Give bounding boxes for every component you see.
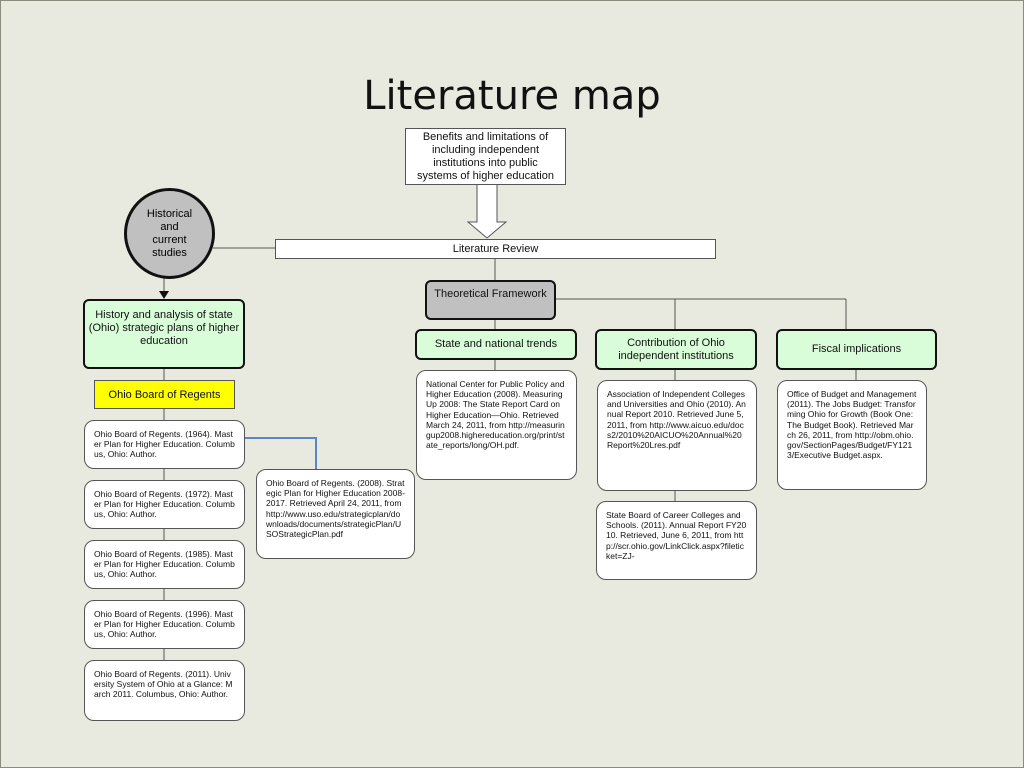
arrowhead <box>159 291 169 299</box>
literature-review-box: Literature Review <box>275 239 716 259</box>
fiscal-implications-box: Fiscal implications <box>776 329 937 370</box>
history-analysis-box: History and analysis of state (Ohio) str… <box>83 299 245 369</box>
reference-obr-1972: Ohio Board of Regents. (1972). Master Pl… <box>84 480 245 529</box>
reference-obm: Office of Budget and Management (2011). … <box>777 380 927 490</box>
reference-ncppe: National Center for Public Policy and Hi… <box>416 370 577 480</box>
benefits-box: Benefits and limitations of including in… <box>405 128 566 185</box>
reference-obr-2011: Ohio Board of Regents. (2011). Universit… <box>84 660 245 721</box>
reference-obr-2008: Ohio Board of Regents. (2008). Strategic… <box>256 469 415 559</box>
reference-state-board-career-colleges: State Board of Career Colleges and Schoo… <box>596 501 757 580</box>
historical-studies-circle: Historical and current studies <box>124 188 215 279</box>
theoretical-framework-box: Theoretical Framework <box>425 280 556 320</box>
page-title: Literature map <box>363 73 661 119</box>
blue-connector <box>244 437 317 470</box>
ohio-board-of-regents-box: Ohio Board of Regents <box>94 380 235 409</box>
state-national-trends-box: State and national trends <box>415 329 577 360</box>
reference-obr-1996: Ohio Board of Regents. (1996). Master Pl… <box>84 600 245 649</box>
contribution-independent-box: Contribution of Ohio independent institu… <box>595 329 757 370</box>
reference-obr-1985: Ohio Board of Regents. (1985). Master Pl… <box>84 540 245 589</box>
down-arrow-icon <box>466 183 508 239</box>
reference-aicuo: Association of Independent Colleges and … <box>597 380 757 491</box>
reference-obr-1964: Ohio Board of Regents. (1964). Master Pl… <box>84 420 245 469</box>
